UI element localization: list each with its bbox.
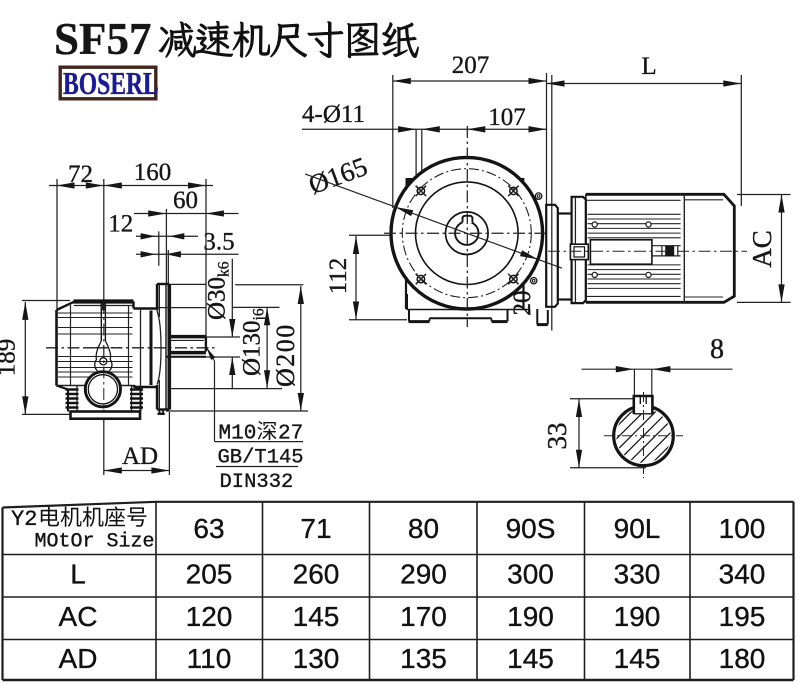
svg-text:3.5: 3.5 bbox=[203, 229, 234, 256]
svg-text:27: 27 bbox=[278, 423, 303, 446]
svg-text:M10: M10 bbox=[219, 423, 257, 446]
svg-text:145: 145 bbox=[293, 601, 340, 632]
svg-text:BOSERL: BOSERL bbox=[63, 67, 159, 102]
svg-text:AC: AC bbox=[747, 230, 777, 268]
svg-text:Y2: Y2 bbox=[11, 507, 37, 532]
svg-text:160: 160 bbox=[134, 159, 172, 186]
svg-text:190: 190 bbox=[614, 601, 661, 632]
svg-text:207: 207 bbox=[452, 52, 490, 79]
svg-text:330: 330 bbox=[614, 559, 661, 590]
svg-text:180: 180 bbox=[719, 643, 766, 674]
svg-text:Ø130j6: Ø130j6 bbox=[239, 308, 268, 376]
svg-text:190: 190 bbox=[507, 601, 554, 632]
svg-text:33: 33 bbox=[542, 423, 572, 450]
svg-text:AC: AC bbox=[59, 601, 98, 632]
svg-text:90S: 90S bbox=[506, 513, 556, 544]
svg-text:112: 112 bbox=[325, 258, 352, 295]
svg-text:L: L bbox=[641, 53, 656, 80]
svg-text:170: 170 bbox=[400, 601, 447, 632]
svg-text:Ø200: Ø200 bbox=[271, 323, 300, 387]
svg-text:AD: AD bbox=[122, 443, 158, 470]
svg-text:SF57: SF57 bbox=[54, 14, 152, 64]
svg-text:MOtOr Size: MOtOr Size bbox=[35, 531, 155, 554]
svg-text:90L: 90L bbox=[614, 513, 661, 544]
svg-text:110: 110 bbox=[187, 643, 232, 674]
svg-text:DIN332: DIN332 bbox=[220, 471, 294, 494]
svg-text:63: 63 bbox=[193, 513, 224, 544]
svg-text:L: L bbox=[70, 559, 86, 590]
svg-text:135: 135 bbox=[400, 643, 447, 674]
svg-text:290: 290 bbox=[400, 559, 447, 590]
svg-text:Ø165: Ø165 bbox=[305, 151, 372, 200]
svg-text:340: 340 bbox=[719, 559, 766, 590]
svg-text:195: 195 bbox=[719, 601, 766, 632]
svg-text:12: 12 bbox=[108, 211, 133, 238]
svg-text:100: 100 bbox=[719, 513, 766, 544]
svg-text:130: 130 bbox=[293, 643, 340, 674]
svg-text:Ø30k6: Ø30k6 bbox=[204, 261, 233, 320]
svg-text:145: 145 bbox=[507, 643, 554, 674]
svg-text:300: 300 bbox=[507, 559, 554, 590]
svg-text:AD: AD bbox=[59, 643, 98, 674]
svg-text:189: 189 bbox=[0, 339, 21, 377]
svg-text:4-Ø11: 4-Ø11 bbox=[302, 101, 365, 128]
svg-text:107: 107 bbox=[488, 104, 526, 131]
svg-text:205: 205 bbox=[186, 559, 233, 590]
svg-text:80: 80 bbox=[408, 513, 439, 544]
svg-text:GB/T145: GB/T145 bbox=[218, 447, 304, 470]
svg-text:120: 120 bbox=[186, 601, 233, 632]
svg-text:145: 145 bbox=[614, 643, 661, 674]
svg-text:60: 60 bbox=[173, 187, 198, 214]
svg-text:71: 71 bbox=[300, 513, 331, 544]
svg-text:8: 8 bbox=[710, 334, 724, 365]
svg-text:260: 260 bbox=[293, 559, 340, 590]
